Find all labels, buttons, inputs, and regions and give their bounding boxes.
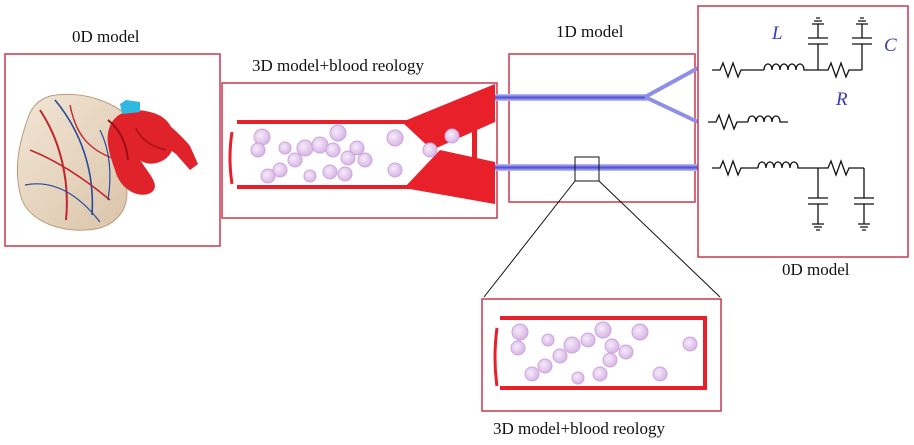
inductance-symbol: L xyxy=(772,23,783,44)
vessel-model-top-label: 3D model+blood reology xyxy=(252,56,425,75)
vessel-1d-lines xyxy=(495,66,699,171)
heart-model-label: 0D model xyxy=(72,27,140,46)
capacitor-icon xyxy=(808,17,828,45)
zoom-line-right xyxy=(598,180,721,298)
resistor-icon xyxy=(712,159,758,177)
inductor-icon xyxy=(763,63,818,71)
resistor-icon xyxy=(818,61,862,79)
circuit-model-label: 0D model xyxy=(782,260,850,279)
blood-cells-bottom xyxy=(510,321,698,385)
inductor-icon xyxy=(757,161,818,169)
vessel-segment-top xyxy=(228,84,495,204)
zoom-region xyxy=(574,156,600,182)
inductor-icon xyxy=(747,115,788,123)
heart-model-box xyxy=(4,53,221,247)
resistor-icon xyxy=(712,61,764,79)
capacitor-icon xyxy=(808,197,828,231)
resistor-icon xyxy=(708,113,748,131)
capacitor-icon xyxy=(852,17,872,45)
resistance-symbol: R xyxy=(836,89,848,110)
network-model-label: 1D model xyxy=(556,22,624,41)
resistor-icon xyxy=(818,159,864,177)
capacitance-symbol: C xyxy=(884,35,897,56)
capacitor-icon xyxy=(854,197,874,231)
vessel-3d-box-top xyxy=(221,82,498,219)
network-1d-box xyxy=(508,53,696,203)
zoom-line-left xyxy=(483,180,576,298)
blood-cells-top xyxy=(250,124,460,184)
circuit-0d-box xyxy=(697,5,909,258)
vessel-3d-box-bottom xyxy=(481,298,722,412)
heart-icon xyxy=(16,93,198,231)
vessel-segment-bottom xyxy=(493,316,707,390)
circuit-diagram xyxy=(708,17,874,231)
vessel-model-bottom-label: 3D model+blood reology xyxy=(493,419,666,438)
